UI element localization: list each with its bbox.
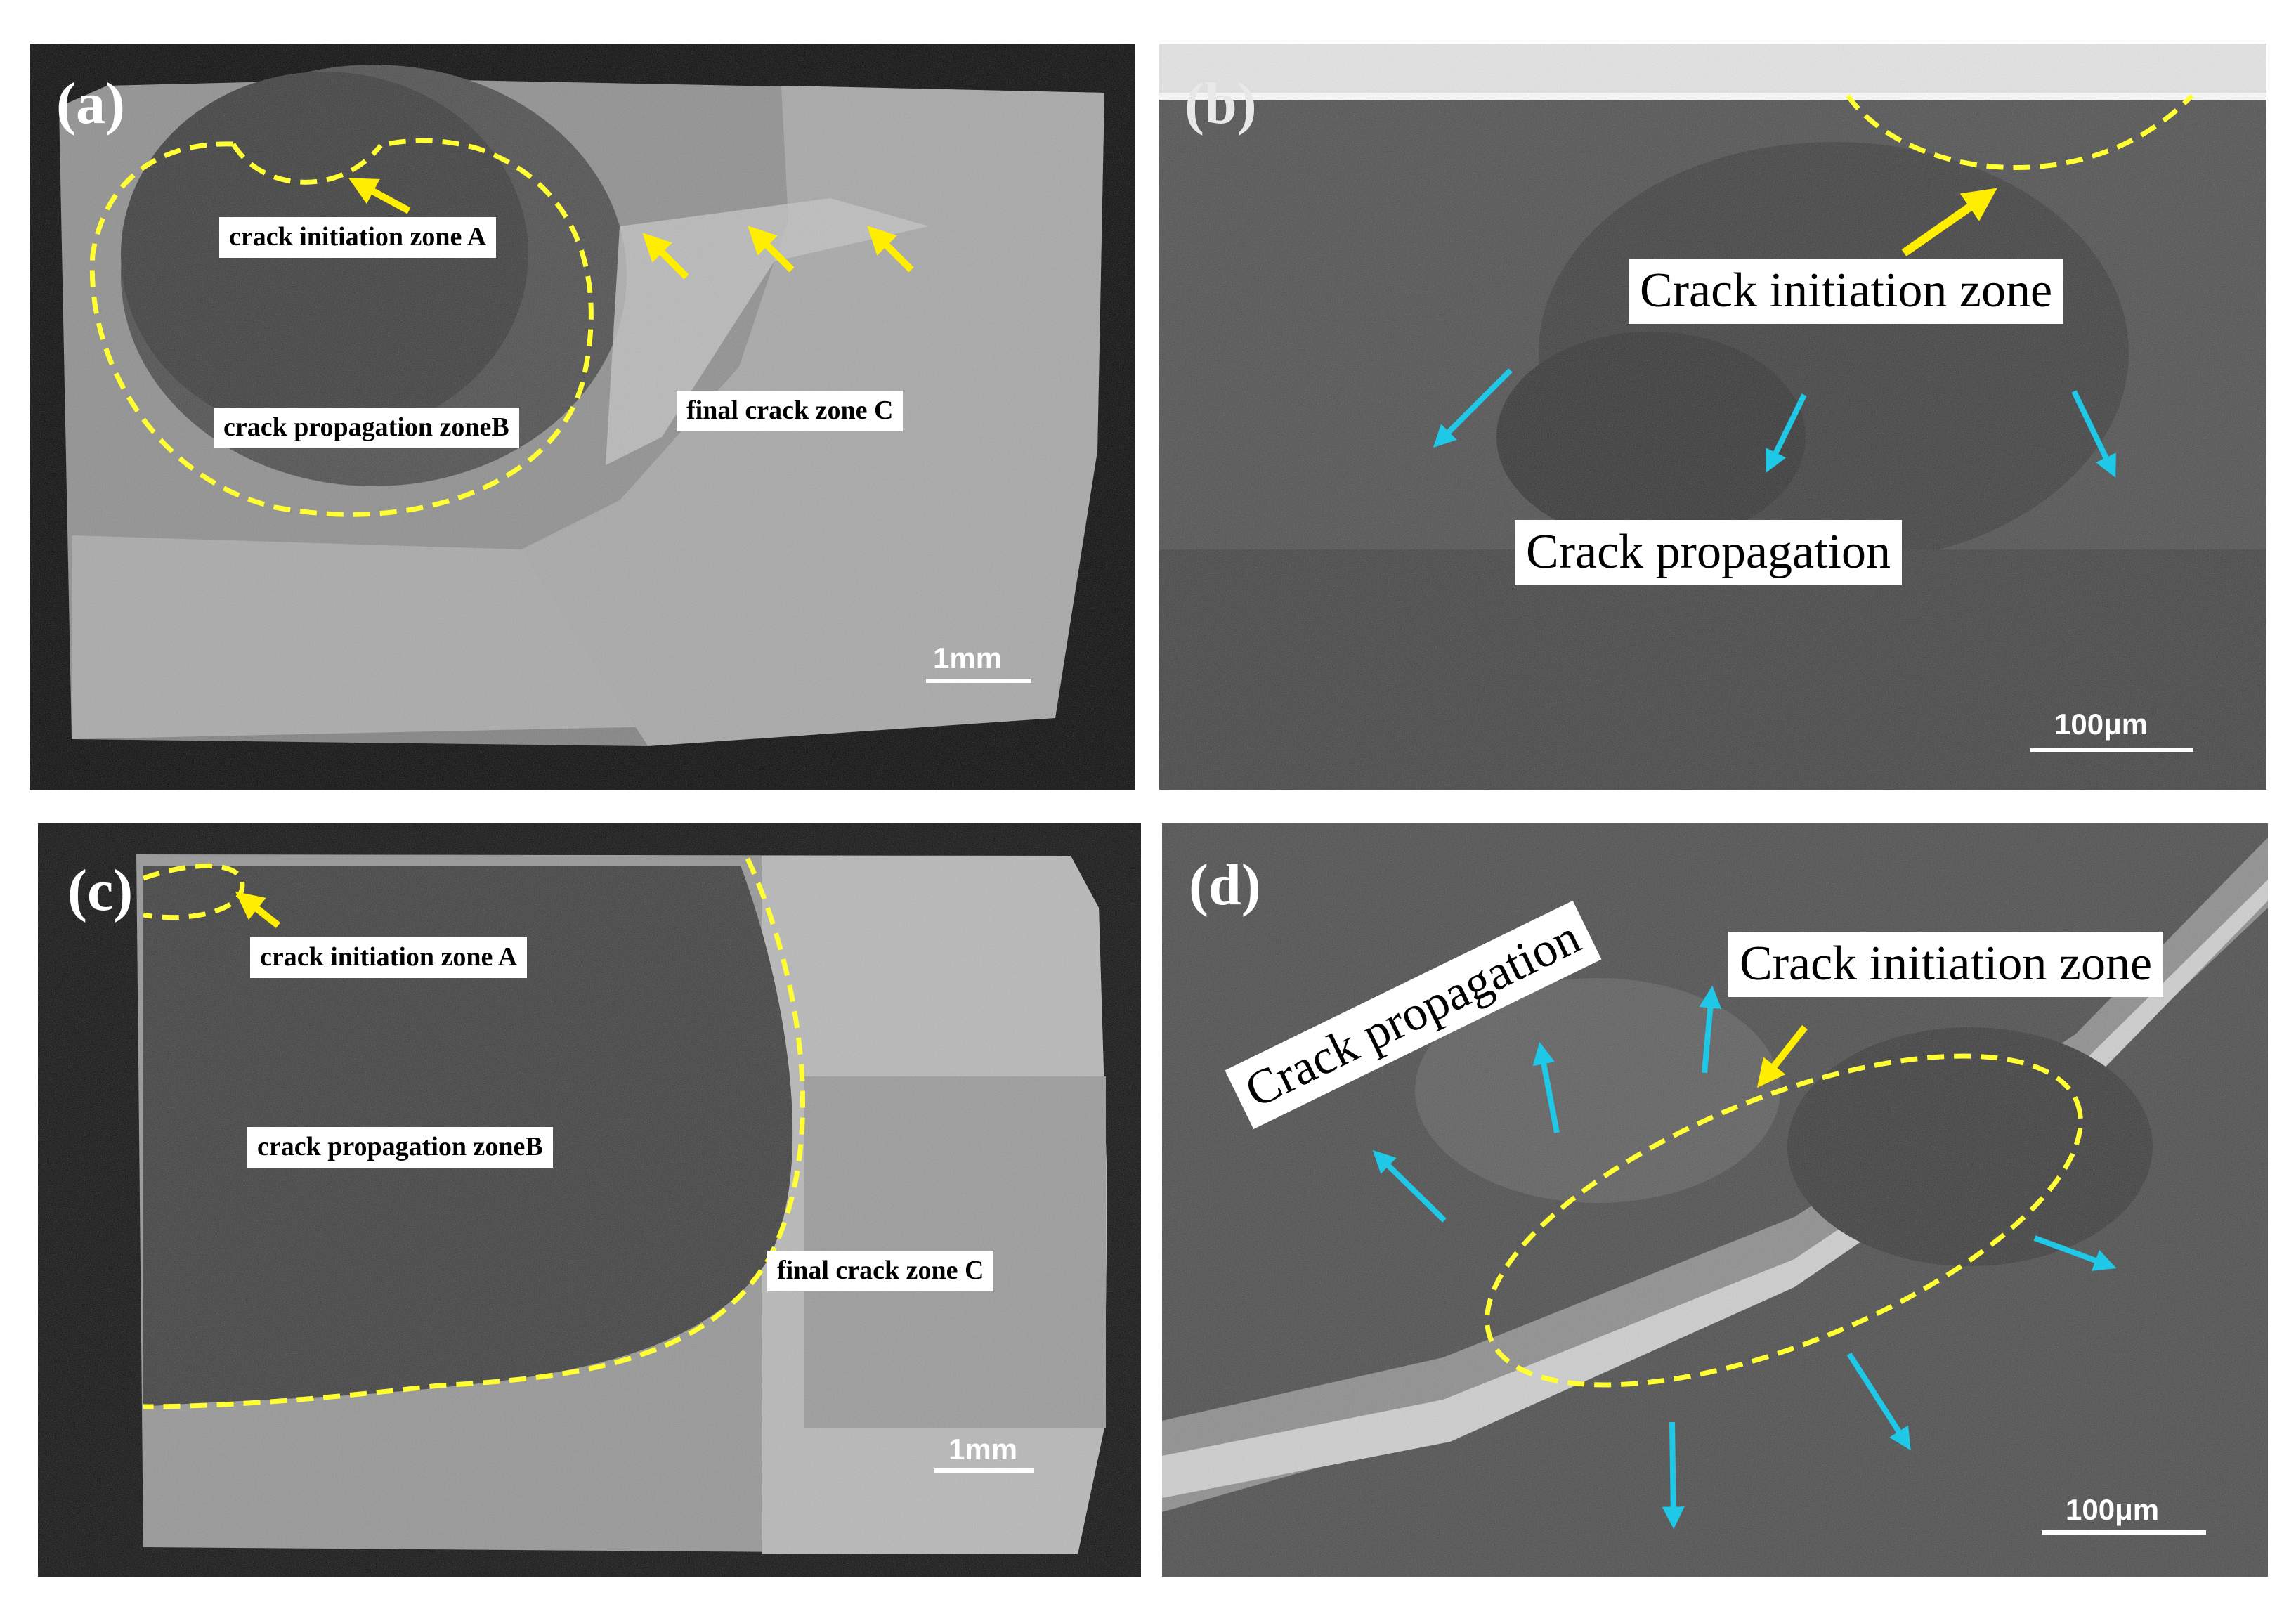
panel-letter-a: (a) [56, 71, 125, 136]
zone-c-label-c: final crack zone C [767, 1251, 994, 1291]
panel-d: (d) Crack initiation zone Crack propagat… [1162, 823, 2268, 1577]
zone-b-label-a: crack propagation zoneB [214, 408, 519, 448]
scale-bar-a [926, 679, 1031, 683]
fracture-image-b [1159, 44, 2266, 790]
zone-a-label-a: crack initiation zone A [219, 217, 497, 258]
propagation-label-b: Crack propagation [1515, 520, 1902, 585]
panel-c: (c) crack initiation zone A crack propag… [38, 823, 1141, 1577]
scale-label-d: 100μm [2066, 1493, 2160, 1526]
zone-c-label-a: final crack zone C [677, 391, 904, 431]
panel-letter-d: (d) [1189, 852, 1261, 918]
zone-b-label-c: crack propagation zoneB [247, 1127, 553, 1168]
fracture-image-a [30, 44, 1135, 790]
scale-label-b: 100μm [2054, 708, 2148, 741]
panel-letter-b: (b) [1185, 71, 1257, 136]
scale-bar-b [2030, 748, 2193, 752]
initiation-label-d: Crack initiation zone [1728, 932, 2164, 997]
scale-bar-c [934, 1468, 1034, 1473]
zone-a-label-c: crack initiation zone A [250, 937, 528, 978]
initiation-label-b: Crack initiation zone [1629, 259, 2064, 324]
panel-letter-c: (c) [67, 858, 133, 923]
panel-b: (b) Crack initiation zone Crack propagat… [1159, 44, 2266, 790]
scale-label-a: 1mm [933, 641, 1003, 675]
panel-a: (a) crack initiation zone A crack propag… [30, 44, 1135, 790]
scale-label-c: 1mm [948, 1433, 1018, 1466]
scale-bar-d [2042, 1530, 2206, 1535]
